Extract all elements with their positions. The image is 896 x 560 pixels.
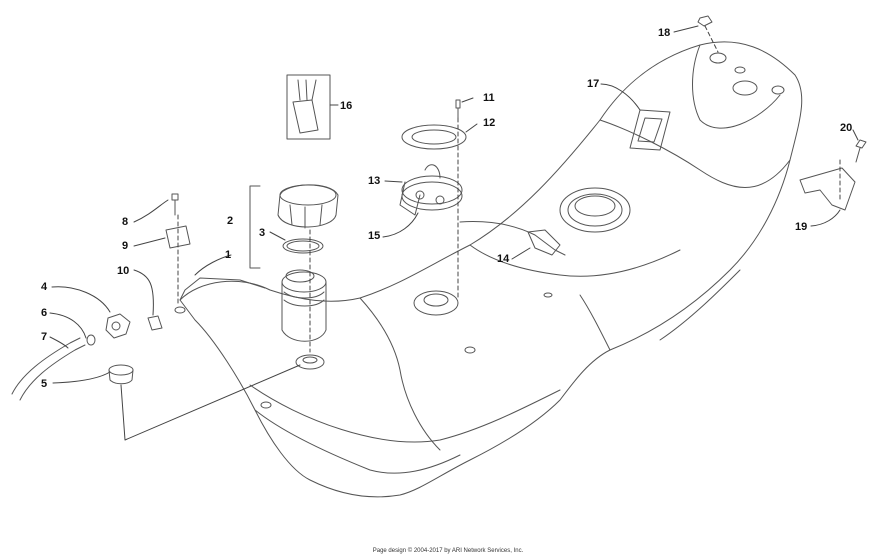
callout-4: 4 [41, 281, 48, 293]
sensor-inset-box [286, 74, 331, 140]
fuel-pump [399, 164, 463, 216]
callout-2-bracket [249, 185, 261, 269]
callout-1: 1 [225, 249, 232, 261]
pump-connector-14 [527, 229, 561, 256]
callout-8: 8 [122, 216, 129, 228]
fuel-cap [277, 184, 339, 229]
hose-clamp [86, 334, 96, 346]
callout-3: 3 [259, 227, 266, 239]
nut-18 [697, 15, 713, 27]
bolt-11 [455, 99, 461, 119]
callout-7: 7 [41, 331, 48, 343]
bolt-20 [855, 139, 867, 163]
callout-19: 19 [795, 221, 808, 233]
callout-20: 20 [840, 122, 853, 134]
leader-lines [49, 25, 859, 441]
callout-5: 5 [41, 378, 48, 390]
pump-wire [459, 221, 566, 256]
grommet [108, 364, 134, 385]
vent-hose [11, 337, 86, 401]
clip [165, 225, 191, 249]
screw-8 [171, 193, 179, 216]
mount-bracket [799, 167, 856, 211]
callout-11: 11 [483, 92, 495, 104]
callout-15: 15 [368, 230, 381, 242]
callout-14: 14 [497, 253, 510, 265]
callout-17: 17 [587, 78, 600, 90]
callout-18: 18 [658, 27, 671, 39]
callout-6: 6 [41, 307, 48, 319]
callout-12: 12 [483, 117, 496, 129]
callout-9: 9 [122, 240, 129, 252]
clip-10 [147, 315, 163, 331]
pump-gasket [401, 124, 467, 150]
callout-13: 13 [368, 175, 381, 187]
callout-10: 10 [117, 265, 130, 277]
copyright-footer: Page design © 2004-2017 by ARI Network S… [372, 548, 524, 554]
callout-16: 16 [340, 100, 353, 112]
fuel-tank-body [174, 41, 803, 498]
callout-2: 2 [227, 215, 234, 227]
o-ring [282, 238, 324, 254]
vent-valve [105, 313, 131, 339]
